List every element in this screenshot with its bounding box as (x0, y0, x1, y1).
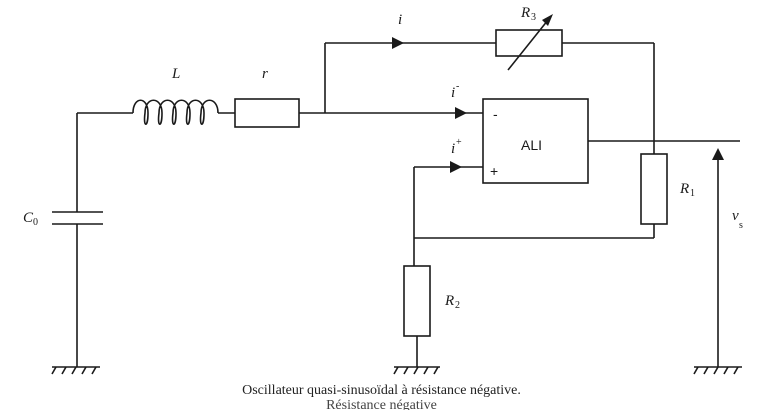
label-opamp-minus: - (493, 106, 498, 122)
label-current-i-minus-sup: - (456, 81, 459, 92)
label-r1: R (679, 181, 689, 197)
inductor-coil (132, 99, 219, 126)
label-r2-sub: 2 (455, 300, 460, 311)
resistor-r (234, 98, 300, 128)
label-current-i-plus: i (451, 141, 455, 157)
resistor-r2 (403, 265, 431, 337)
resistor-r1 (640, 153, 668, 225)
arrow-i-plus (450, 161, 462, 173)
label-r2: R (444, 293, 454, 309)
label-opamp: ALI (521, 137, 542, 153)
label-vs-sub: s (739, 220, 743, 231)
label-r3-sub: 3 (531, 12, 536, 23)
ground-c0 (51, 366, 100, 375)
ground-r2 (393, 366, 440, 375)
arrow-i (392, 37, 404, 49)
label-vs: v (732, 208, 739, 224)
label-opamp-plus: + (490, 163, 498, 179)
label-current-i-minus: i (451, 85, 455, 101)
label-resistor-r: r (262, 66, 268, 82)
figure-caption-second-line: Résistance négative (326, 398, 437, 413)
label-c0-sub: 0 (33, 217, 38, 228)
figure-caption: Oscillateur quasi-sinusoïdal à résistanc… (242, 383, 521, 398)
vs-arrow-head (712, 148, 724, 160)
ground-output (693, 366, 742, 375)
label-current-i: i (398, 12, 402, 28)
label-current-i-plus-sup: + (456, 137, 462, 148)
label-r3: R (520, 5, 530, 21)
label-c0: C (23, 210, 34, 226)
opamp-box (482, 98, 589, 184)
r3-variable-arrow-line (507, 19, 549, 71)
r3-variable-arrow-head (542, 14, 553, 26)
arrow-i-minus (455, 107, 467, 119)
label-inductor: L (171, 66, 180, 82)
label-r1-sub: 1 (690, 188, 695, 199)
